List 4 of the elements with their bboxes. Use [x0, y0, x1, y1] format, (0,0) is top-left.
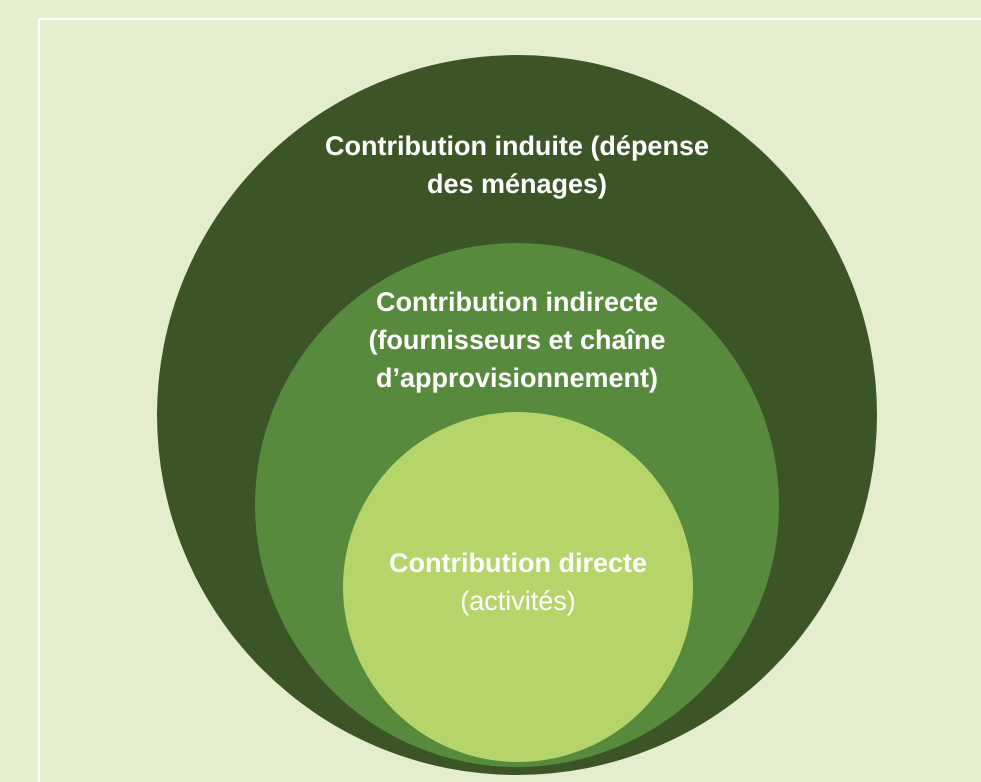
circle-label: (activités): [460, 585, 576, 618]
circle-label: Contribution induite (dépense des ménages): [324, 130, 710, 201]
circle-label: Contribution directe: [389, 547, 647, 580]
circle-label: Contribution indirecte (fournisseurs et chaîne d’approvisionnement): [367, 286, 667, 395]
